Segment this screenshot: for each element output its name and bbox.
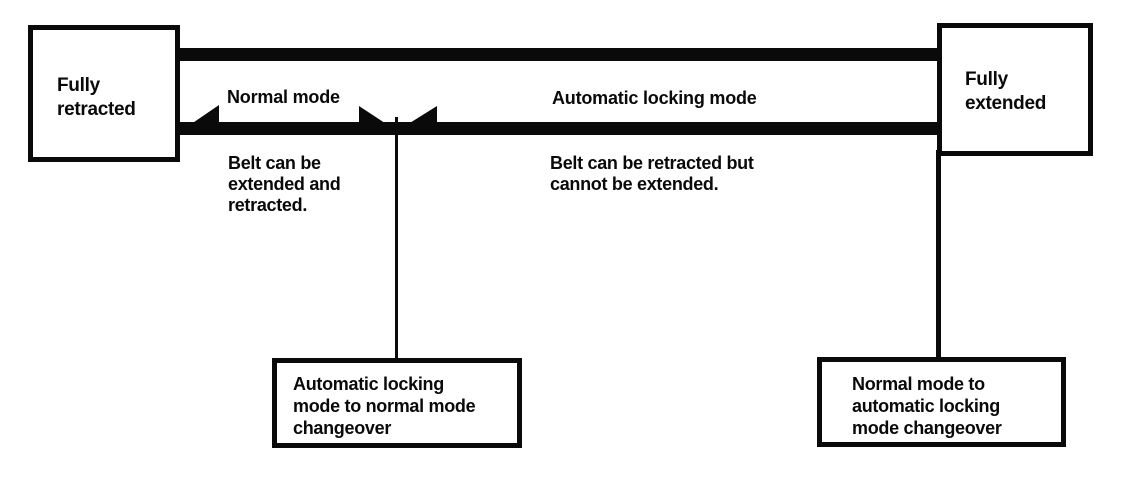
fully-extended-box: Fully extended <box>937 23 1093 156</box>
junction-connector-line <box>395 117 398 358</box>
automatic-locking-mode-description: Belt can be retracted but cannot be exte… <box>550 153 754 194</box>
belt-bottom-bar <box>180 122 938 135</box>
changeover-left-box: Automatic locking mode to normal mode ch… <box>272 358 522 448</box>
belt-top-bar <box>180 48 938 61</box>
fully-extended-label: Fully extended <box>965 69 1047 114</box>
normal-mode-label: Normal mode <box>227 87 340 107</box>
fully-retracted-label: Fully retracted <box>57 75 136 120</box>
normal-mode-description: Belt can be extended and retracted. <box>228 153 341 215</box>
changeover-left-label: Automatic locking mode to normal mode ch… <box>293 374 476 438</box>
changeover-right-label: Normal mode to automatic locking mode ch… <box>852 374 1002 438</box>
fully-retracted-box: Fully retracted <box>28 25 180 162</box>
changeover-right-box: Normal mode to automatic locking mode ch… <box>817 357 1066 447</box>
right-connector-line <box>936 150 941 357</box>
automatic-locking-mode-label: Automatic locking mode <box>552 88 757 108</box>
